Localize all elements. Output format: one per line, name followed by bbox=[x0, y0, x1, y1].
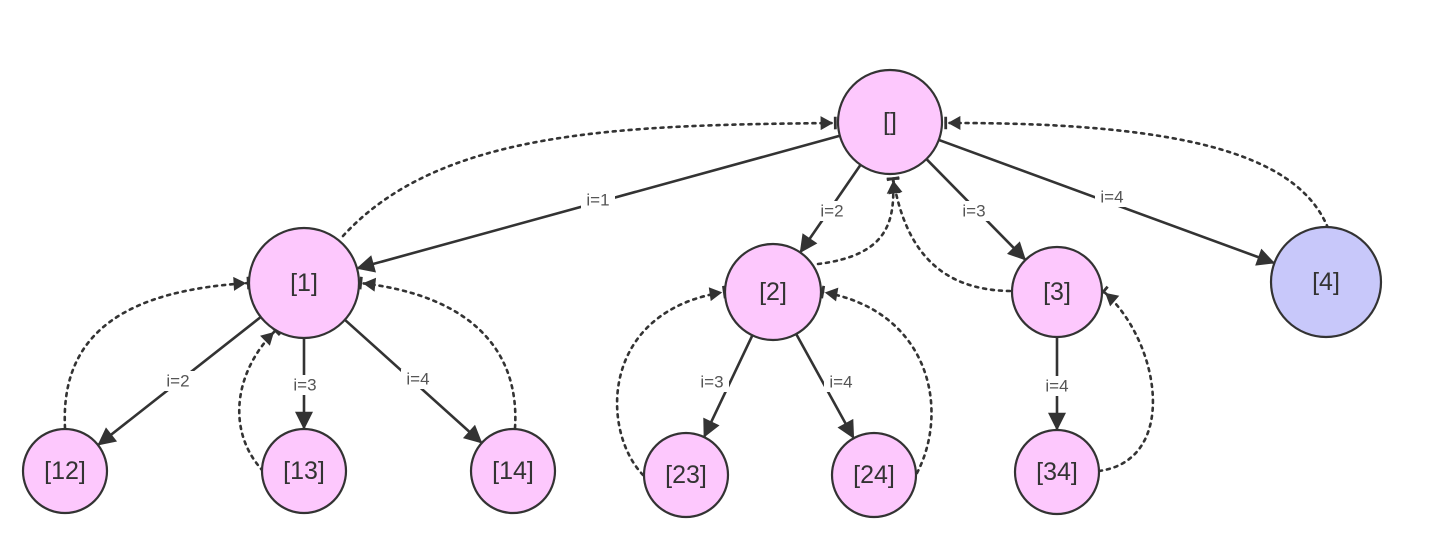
edge-label-n2-n24: i=4 bbox=[824, 372, 858, 392]
tree-nodes: [] [1] [2] [3] [4] [12] [13] [14] [23] [24] [34] bbox=[21, 68, 1383, 519]
node-label: [] bbox=[883, 108, 897, 136]
backtrack-edge-n14-n1 bbox=[358, 276, 517, 430]
edge-label-root-n3: i=3 bbox=[957, 201, 991, 221]
edge-label-root-n4: i=4 bbox=[1095, 187, 1129, 207]
edge-label-text: i=3 bbox=[293, 376, 316, 395]
backtrack-edge-n12-n1 bbox=[63, 276, 251, 430]
edge-label-background bbox=[401, 369, 435, 389]
node-label: [14] bbox=[492, 457, 534, 485]
edge-label-root-n1: i=1 bbox=[581, 190, 615, 210]
edge-label-background bbox=[581, 190, 615, 210]
edge-label-text: i=4 bbox=[1100, 188, 1123, 207]
node-label: [13] bbox=[283, 457, 325, 485]
edge-label-background bbox=[695, 372, 729, 392]
backtrack-edge-n2-root bbox=[816, 176, 901, 266]
edge-label-text: i=2 bbox=[166, 372, 189, 391]
node-label: [34] bbox=[1036, 458, 1078, 486]
tree-node-n14: [14] bbox=[469, 427, 557, 515]
edge-label-background bbox=[1095, 187, 1129, 207]
backtrack-edge-n1-root bbox=[341, 116, 838, 238]
node-circle bbox=[1013, 428, 1101, 516]
edge-label-background bbox=[161, 371, 195, 391]
edge-label-text: i=4 bbox=[406, 370, 429, 389]
node-label: [23] bbox=[665, 461, 707, 489]
edge-label-background bbox=[957, 201, 991, 221]
edge-labels: i=1 i=2 i=3 i=4 i=2 i=3 i=4 i=3 i=4 i=4 bbox=[161, 187, 1129, 396]
tree-node-root: [] bbox=[836, 68, 944, 176]
tree-node-n3: [3] bbox=[1010, 245, 1104, 339]
tree-node-n23: [23] bbox=[642, 431, 730, 519]
backtrack-edge-n34-n3 bbox=[1097, 285, 1155, 473]
node-label: [3] bbox=[1043, 278, 1071, 306]
node-circle bbox=[21, 427, 109, 515]
tree-node-n34: [34] bbox=[1013, 428, 1101, 516]
edge-label-background bbox=[815, 201, 849, 221]
node-circle bbox=[1269, 225, 1383, 339]
node-label: [24] bbox=[853, 461, 895, 489]
node-circle bbox=[830, 431, 918, 519]
node-circle bbox=[247, 226, 361, 340]
edge-label-text: i=3 bbox=[962, 202, 985, 221]
edge-label-n1-n13: i=3 bbox=[288, 375, 322, 395]
tree-node-n1: [1] bbox=[247, 226, 361, 340]
node-label: [1] bbox=[290, 269, 318, 297]
edge-label-background bbox=[288, 375, 322, 395]
tree-node-n4: [4] bbox=[1269, 225, 1383, 339]
tree-node-n13: [13] bbox=[260, 427, 348, 515]
node-label: [4] bbox=[1312, 268, 1340, 296]
node-circle bbox=[723, 242, 823, 342]
edge-label-n1-n12: i=2 bbox=[161, 371, 195, 391]
node-label: [12] bbox=[44, 457, 86, 485]
backtrack-edge-n13-n1 bbox=[237, 325, 281, 473]
node-circle bbox=[642, 431, 730, 519]
edge-label-n2-n23: i=3 bbox=[695, 372, 729, 392]
node-label: [2] bbox=[759, 278, 787, 306]
node-circle bbox=[469, 427, 557, 515]
backtrack-edges bbox=[63, 115, 1330, 477]
backtrack-edge-n3-root bbox=[886, 176, 1012, 293]
tree-node-n12: [12] bbox=[21, 427, 109, 515]
edge-label-background bbox=[824, 372, 858, 392]
tree-node-n24: [24] bbox=[830, 431, 918, 519]
backtrack-edge-n24-n2 bbox=[820, 285, 933, 475]
edge-label-n1-n14: i=4 bbox=[401, 369, 435, 389]
backtrack-edge-n4-root bbox=[943, 115, 1330, 230]
node-circle bbox=[836, 68, 944, 176]
edge-label-text: i=1 bbox=[586, 191, 609, 210]
node-circle bbox=[1010, 245, 1104, 339]
edge-label-text: i=4 bbox=[829, 373, 852, 392]
tree-node-n2: [2] bbox=[723, 242, 823, 342]
edge-label-text: i=4 bbox=[1045, 377, 1068, 396]
node-circle bbox=[260, 427, 348, 515]
backtrack-edge-n23-n2 bbox=[615, 285, 727, 477]
edge-label-n3-n34: i=4 bbox=[1040, 376, 1074, 396]
edge-label-background bbox=[1040, 376, 1074, 396]
edge-label-root-n2: i=2 bbox=[815, 201, 849, 221]
edge-label-text: i=3 bbox=[700, 373, 723, 392]
edge-label-text: i=2 bbox=[820, 202, 843, 221]
